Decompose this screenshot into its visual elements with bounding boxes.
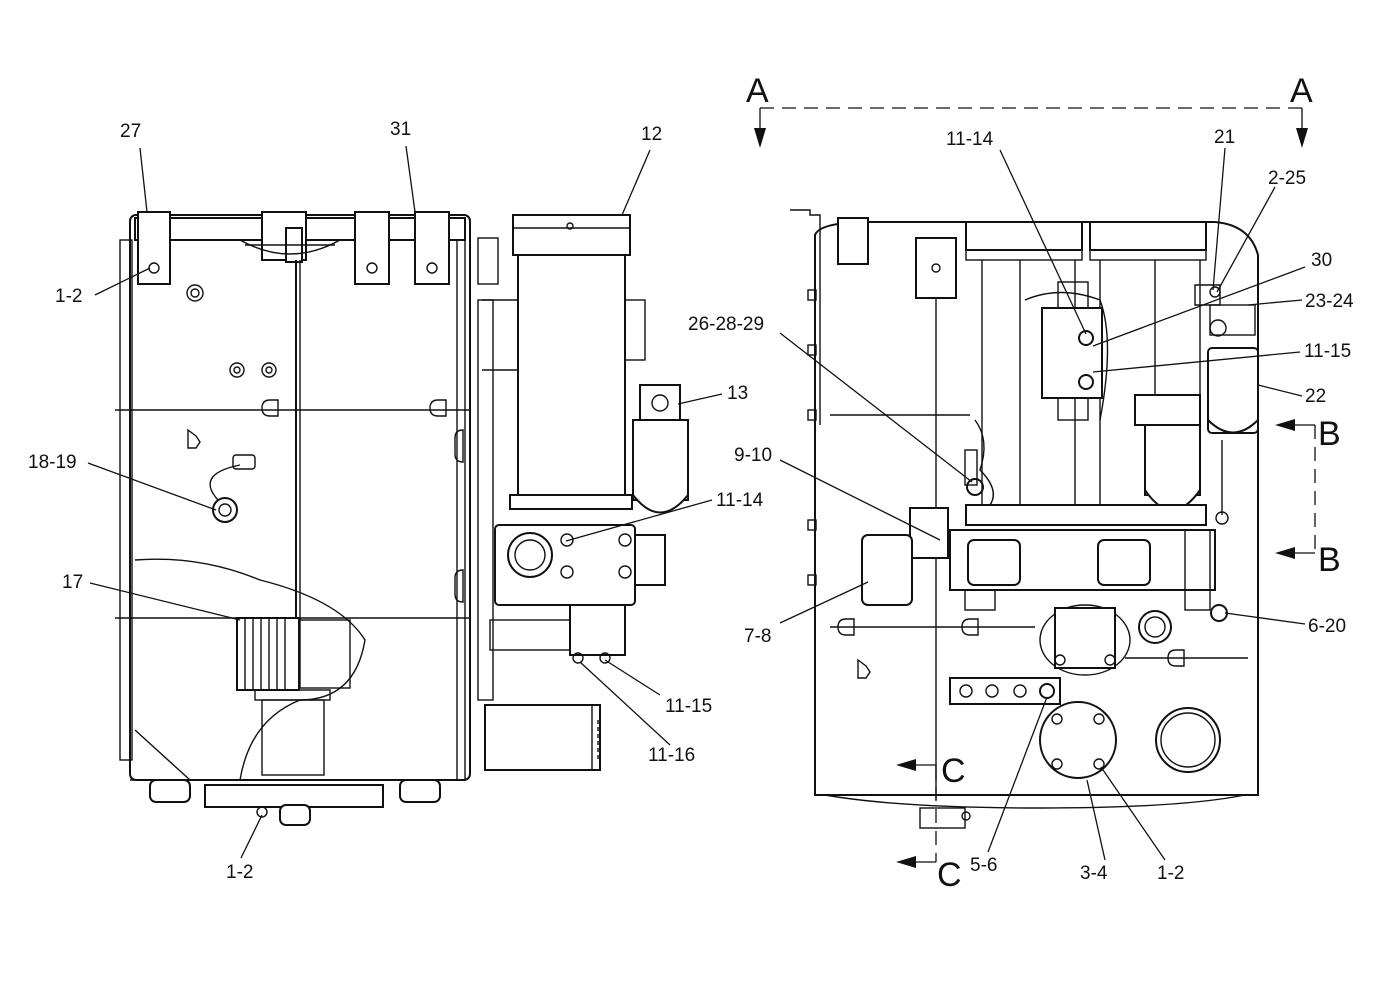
filter-base	[509, 494, 633, 510]
callout-1-2-top: 1-2	[55, 286, 82, 307]
filter-head-right-b	[1089, 221, 1207, 251]
plug-6-20	[1210, 604, 1228, 622]
filter-head-right-a	[965, 221, 1083, 251]
callout-21: 21	[1214, 127, 1235, 148]
filter-head-12	[512, 214, 631, 256]
callout-6-20: 6-20	[1308, 616, 1346, 637]
fitting-26-28-29	[966, 478, 984, 496]
filter-element-17	[236, 617, 300, 691]
callout-17: 17	[62, 572, 83, 593]
callout-13: 13	[727, 383, 748, 404]
port-cover-2	[1097, 539, 1151, 586]
sight-port	[1138, 610, 1172, 644]
callout-11-15-left: 11-15	[665, 696, 712, 717]
filter-canister-centre	[1144, 424, 1201, 496]
callout-7-8: 7-8	[744, 626, 771, 647]
callout-31: 31	[390, 119, 411, 140]
access-port	[1155, 707, 1221, 773]
filter-head-13	[639, 384, 681, 426]
section-a-right: A	[1290, 72, 1313, 110]
section-a-left: A	[746, 72, 769, 110]
pump-unit	[1054, 607, 1116, 669]
drain-plug	[279, 804, 311, 826]
cover-plate-3-4	[1039, 701, 1117, 779]
right-callouts: 11-14 21 2-25 30 26-28-29 23-24 11-15 22…	[688, 127, 1354, 884]
outlet-pipe	[484, 704, 601, 771]
callout-3-4: 3-4	[1080, 863, 1108, 884]
bracket-31a	[354, 211, 390, 285]
valve-port-lower	[1078, 374, 1094, 390]
callout-30: 30	[1311, 250, 1332, 271]
section-c-bottom: C	[937, 856, 962, 894]
section-c-top: C	[941, 752, 966, 790]
clamp-9-10	[909, 507, 949, 559]
bottom-drain-plate	[204, 784, 384, 808]
right-tank-body	[814, 221, 1259, 796]
filter-head-centre	[1134, 394, 1201, 426]
right-top-box	[837, 217, 869, 265]
callout-12: 12	[641, 124, 662, 145]
right-tank-view	[790, 209, 1259, 829]
gauge-housing	[915, 237, 957, 299]
callout-5-6: 5-6	[970, 855, 997, 876]
callout-1-2-right: 1-2	[1157, 863, 1184, 884]
left-foot-1	[149, 779, 191, 803]
callout-11-15-right: 11-15	[1304, 341, 1351, 362]
callout-27: 27	[120, 121, 141, 142]
callout-11-14-right: 11-14	[946, 129, 994, 150]
cutaway-outline	[134, 558, 366, 781]
port-strip-5-6	[949, 677, 1061, 705]
left-tank-view	[115, 211, 689, 826]
section-cut-lines	[754, 107, 1316, 868]
section-b-top: B	[1318, 415, 1341, 453]
section-b-bottom: B	[1318, 541, 1341, 579]
section-letters: A A B B C C	[746, 72, 1341, 894]
callout-2-25: 2-25	[1268, 168, 1306, 189]
callout-1-2-bottom: 1-2	[226, 862, 253, 883]
left-foot-2	[399, 779, 441, 803]
hose-7-8	[861, 534, 913, 606]
callout-23-24: 23-24	[1305, 291, 1354, 312]
filter-canister-13	[632, 419, 689, 501]
port-cover-1	[967, 539, 1021, 586]
callout-22: 22	[1305, 386, 1326, 407]
right-leaders	[779, 147, 1306, 861]
left-tank-side-wall	[119, 239, 133, 761]
callout-18-19: 18-19	[28, 452, 77, 473]
valve-port-upper	[1078, 330, 1094, 346]
bracket-27	[137, 211, 171, 285]
bracket-31b	[414, 211, 450, 285]
callout-11-14-left: 11-14	[716, 490, 764, 511]
sensor-18-19	[212, 497, 238, 523]
left-leaders	[87, 145, 723, 859]
callout-11-16: 11-16	[648, 745, 695, 766]
valve-11-15	[569, 604, 626, 656]
manifold-top	[965, 504, 1207, 526]
callout-26-28-29: 26-28-29	[688, 314, 764, 335]
left-callouts: 27 31 12 1-2 13 18-19 11-14 17 11-15 11-…	[28, 119, 764, 883]
filter-canister-12	[517, 254, 626, 501]
callout-9-10: 9-10	[734, 445, 772, 466]
